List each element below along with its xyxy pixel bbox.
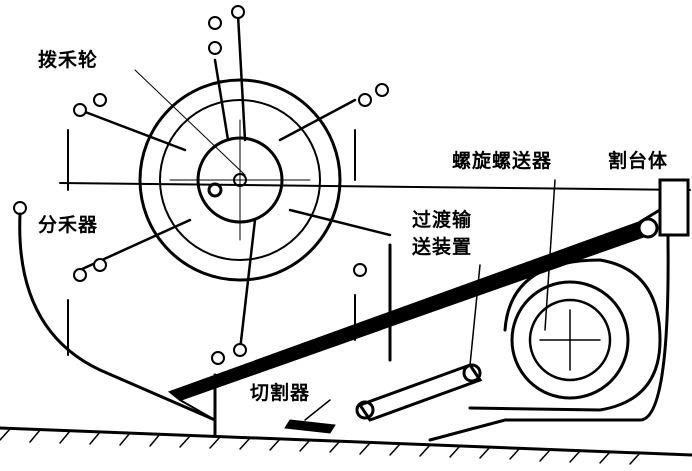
cutter-bar [284, 399, 336, 434]
header-table [167, 178, 690, 442]
label-crop-divider: 分禾器 [38, 214, 99, 236]
auger [468, 179, 662, 412]
label-cutter: 切割器 [250, 382, 311, 404]
label-header-body: 割台体 [608, 150, 669, 172]
label-auger: 螺旋螺送器 [452, 150, 553, 172]
transition-conveyor [355, 264, 483, 422]
label-transition-line1: 过渡输 [412, 209, 473, 231]
label-reel: 拨禾轮 [38, 49, 99, 71]
crop-divider [18, 212, 217, 422]
label-transition-line2: 送装置 [412, 236, 473, 258]
reel [13, 5, 691, 365]
ground [0, 426, 692, 465]
